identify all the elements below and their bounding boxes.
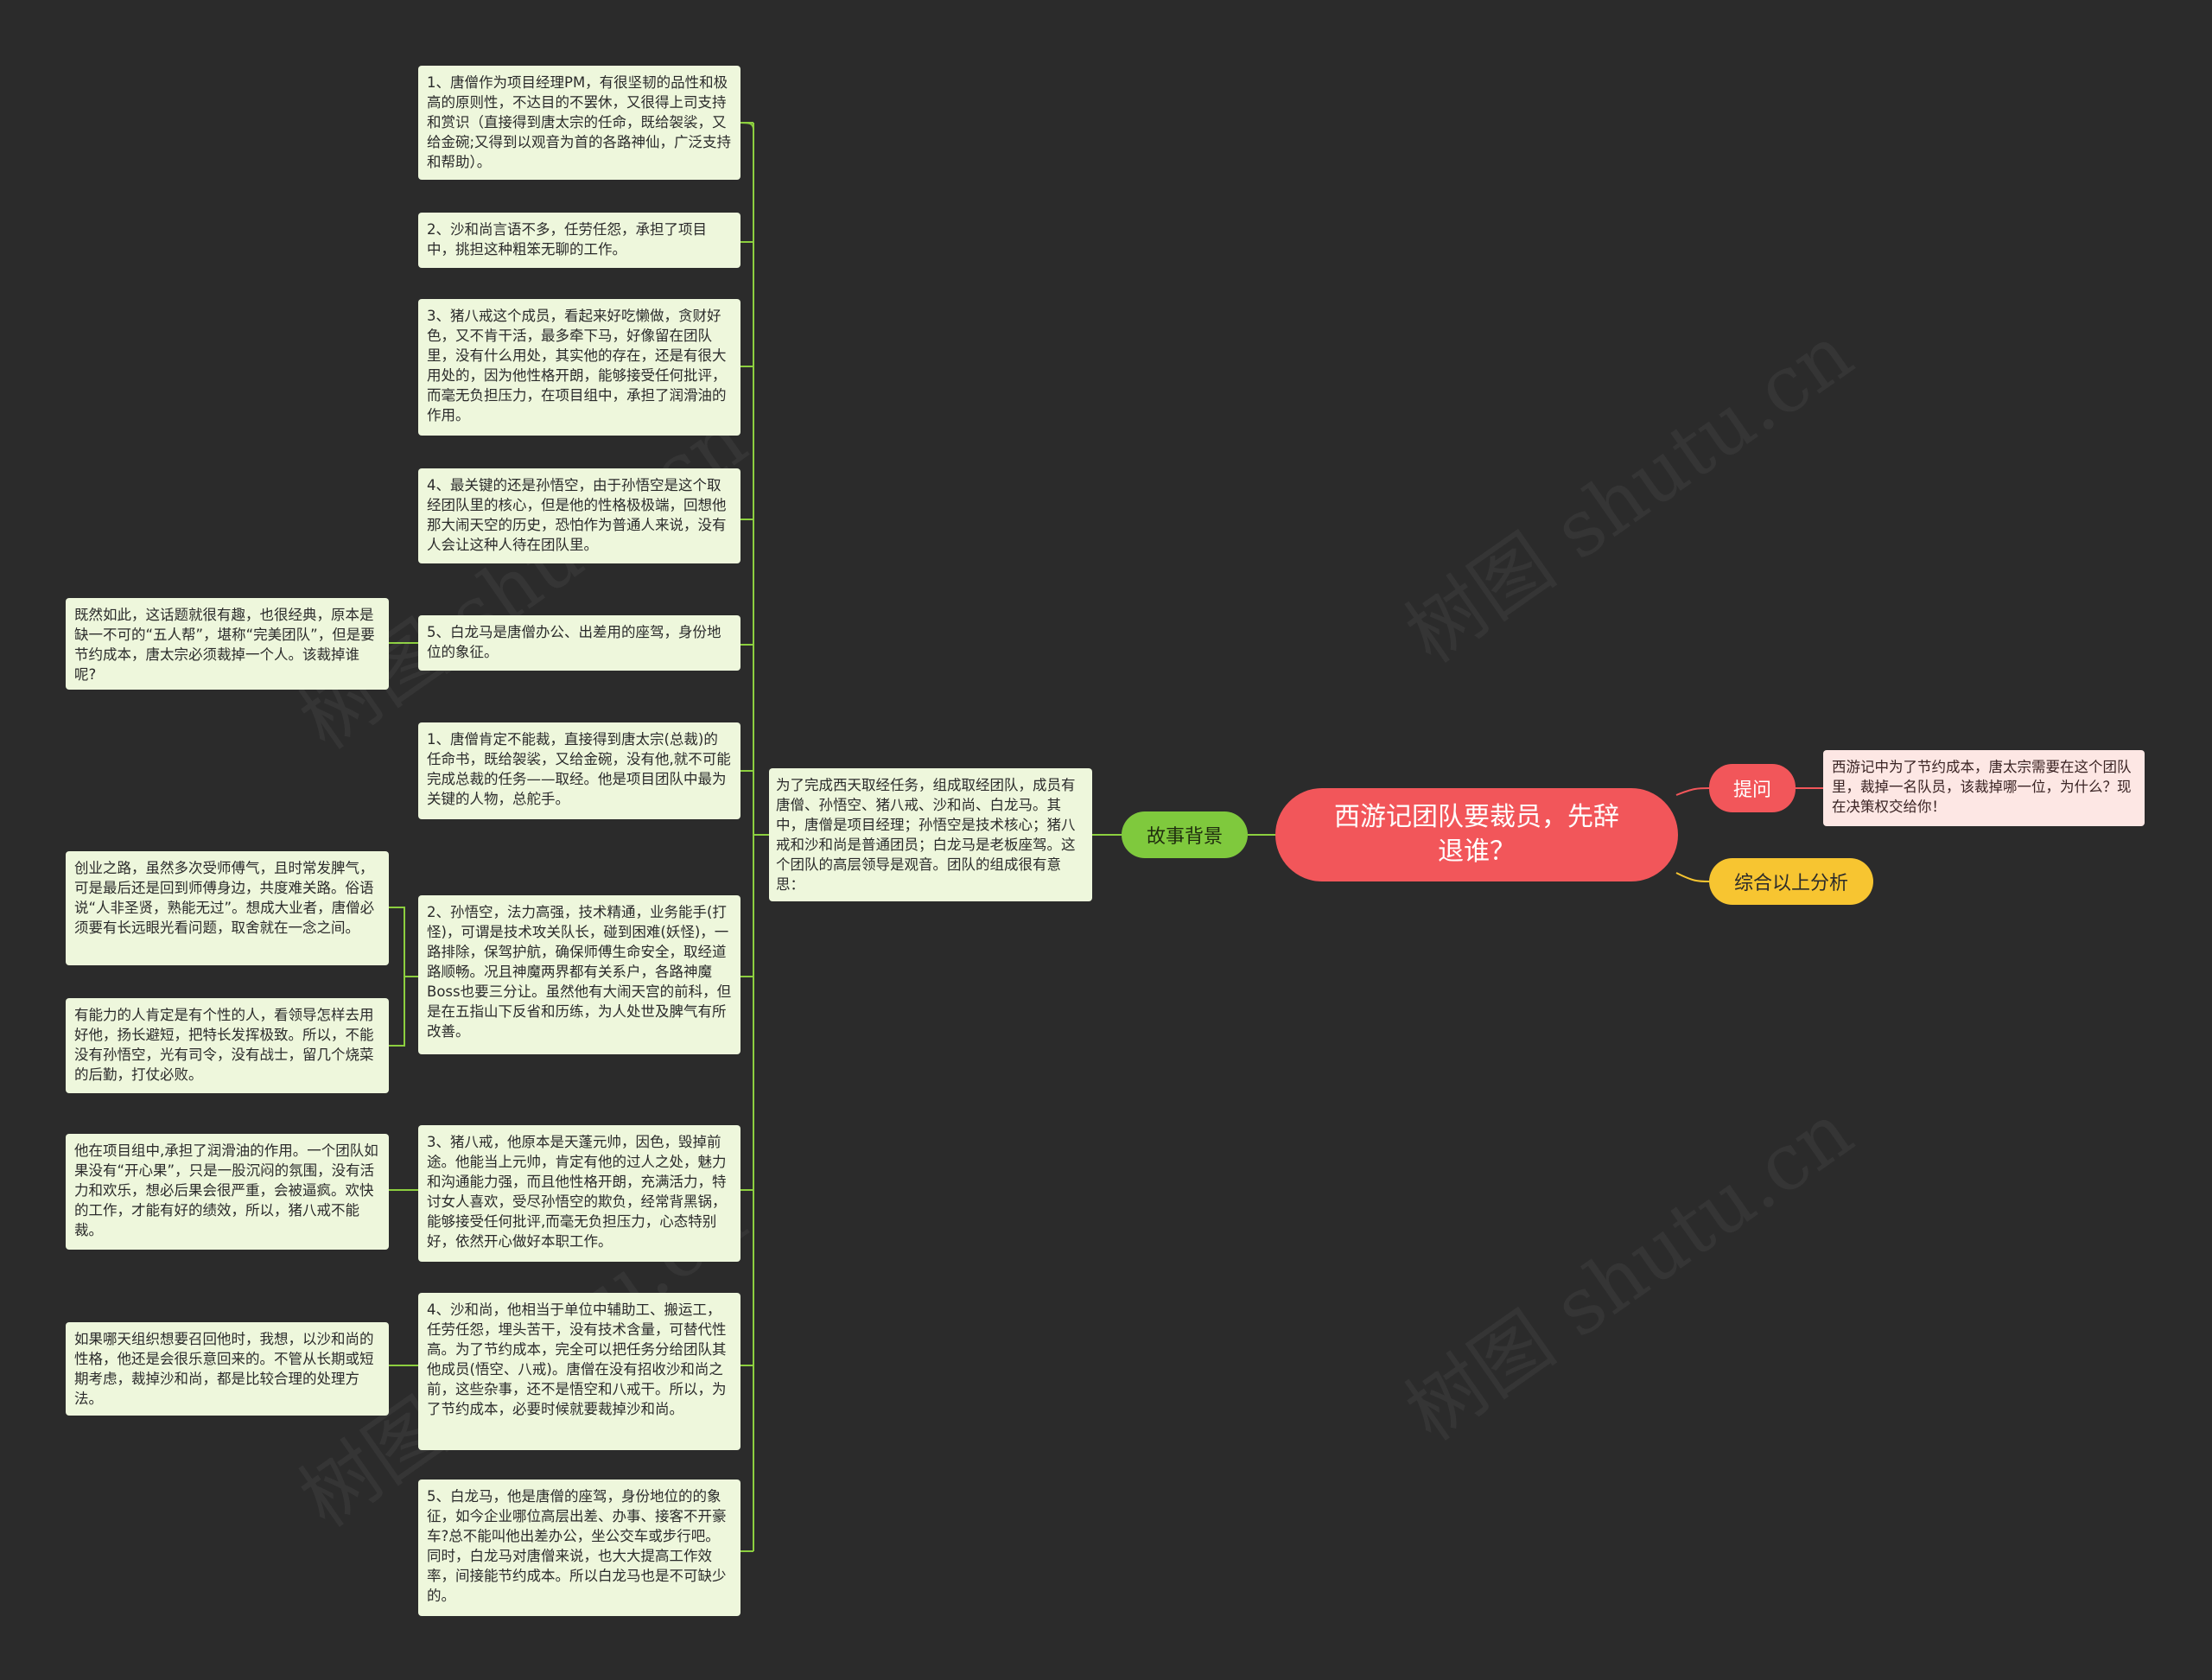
analysis-node[interactable]: 1、唐僧肯定不能裁，直接得到唐太宗(总裁)的任命书，既给袈裟，又给金碗，没有他,… — [418, 722, 741, 819]
question-note[interactable]: 既然如此，这话题就很有趣，也很经典，原本是缺一不可的“五人帮”，堪称“完美团队”… — [66, 598, 389, 690]
member-node[interactable]: 1、唐僧作为项目经理PM，有很坚韧的品性和极高的原则性，不达目的不罢休，又很得上… — [418, 66, 741, 180]
member-node[interactable]: 5、白龙马是唐僧办公、出差用的座驾，身份地位的象征。 — [418, 615, 741, 671]
member-node[interactable]: 4、最关键的还是孙悟空，由于孙悟空是这个取经团队里的核心，但是他的性格极极端，回… — [418, 468, 741, 563]
sha-note[interactable]: 如果哪天组织想要召回他时，我想，以沙和尚的性格，他还是会很乐意回来的。不管从长期… — [66, 1322, 389, 1416]
bajie-note[interactable]: 他在项目组中,承担了润滑油的作用。一个团队如果没有“开心果”，只是一股沉闷的氛围… — [66, 1134, 389, 1250]
question-text[interactable]: 西游记中为了节约成本，唐太宗需要在这个团队里，裁掉一名队员，该裁掉哪一位，为什么… — [1823, 750, 2145, 826]
branch-summary[interactable]: 综合以上分析 — [1709, 858, 1873, 905]
story-background-text[interactable]: 为了完成西天取经任务，组成取经团队，成员有唐僧、孙悟空、猪八戒、沙和尚、白龙马。… — [769, 768, 1092, 901]
wukong-note[interactable]: 有能力的人肯定是有个性的人，看领导怎样去用好他，扬长避短，把特长发挥极致。所以，… — [66, 998, 389, 1093]
analysis-node[interactable]: 5、白龙马，他是唐僧的座驾，身份地位的的象征，如今企业哪位高层出差、办事、接客不… — [418, 1480, 741, 1616]
analysis-node[interactable]: 4、沙和尚，他相当于单位中辅助工、搬运工，任劳任怨，埋头苦干，没有技术含量，可替… — [418, 1293, 741, 1450]
member-node[interactable]: 2、沙和尚言语不多，任劳任怨，承担了项目中，挑担这种粗笨无聊的工作。 — [418, 213, 741, 268]
wukong-note[interactable]: 创业之路，虽然多次受师傅气，且时常发脾气，可是最后还是回到师傅身边，共度难关路。… — [66, 851, 389, 965]
analysis-node[interactable]: 2、孙悟空，法力高强，技术精通，业务能手(打怪)，可谓是技术攻关队长，碰到困难(… — [418, 895, 741, 1054]
analysis-node[interactable]: 3、猪八戒，他原本是天蓬元帅，因色，毁掉前途。他能当上元帅，肯定有他的过人之处，… — [418, 1125, 741, 1262]
member-node[interactable]: 3、猪八戒这个成员，看起来好吃懒做，贪财好色，又不肯干活，最多牵下马，好像留在团… — [418, 299, 741, 436]
branch-story-background[interactable]: 故事背景 — [1122, 811, 1248, 858]
central-topic[interactable]: 西游记团队要裁员，先辞退谁？ — [1275, 788, 1678, 881]
branch-question[interactable]: 提问 — [1709, 764, 1796, 812]
